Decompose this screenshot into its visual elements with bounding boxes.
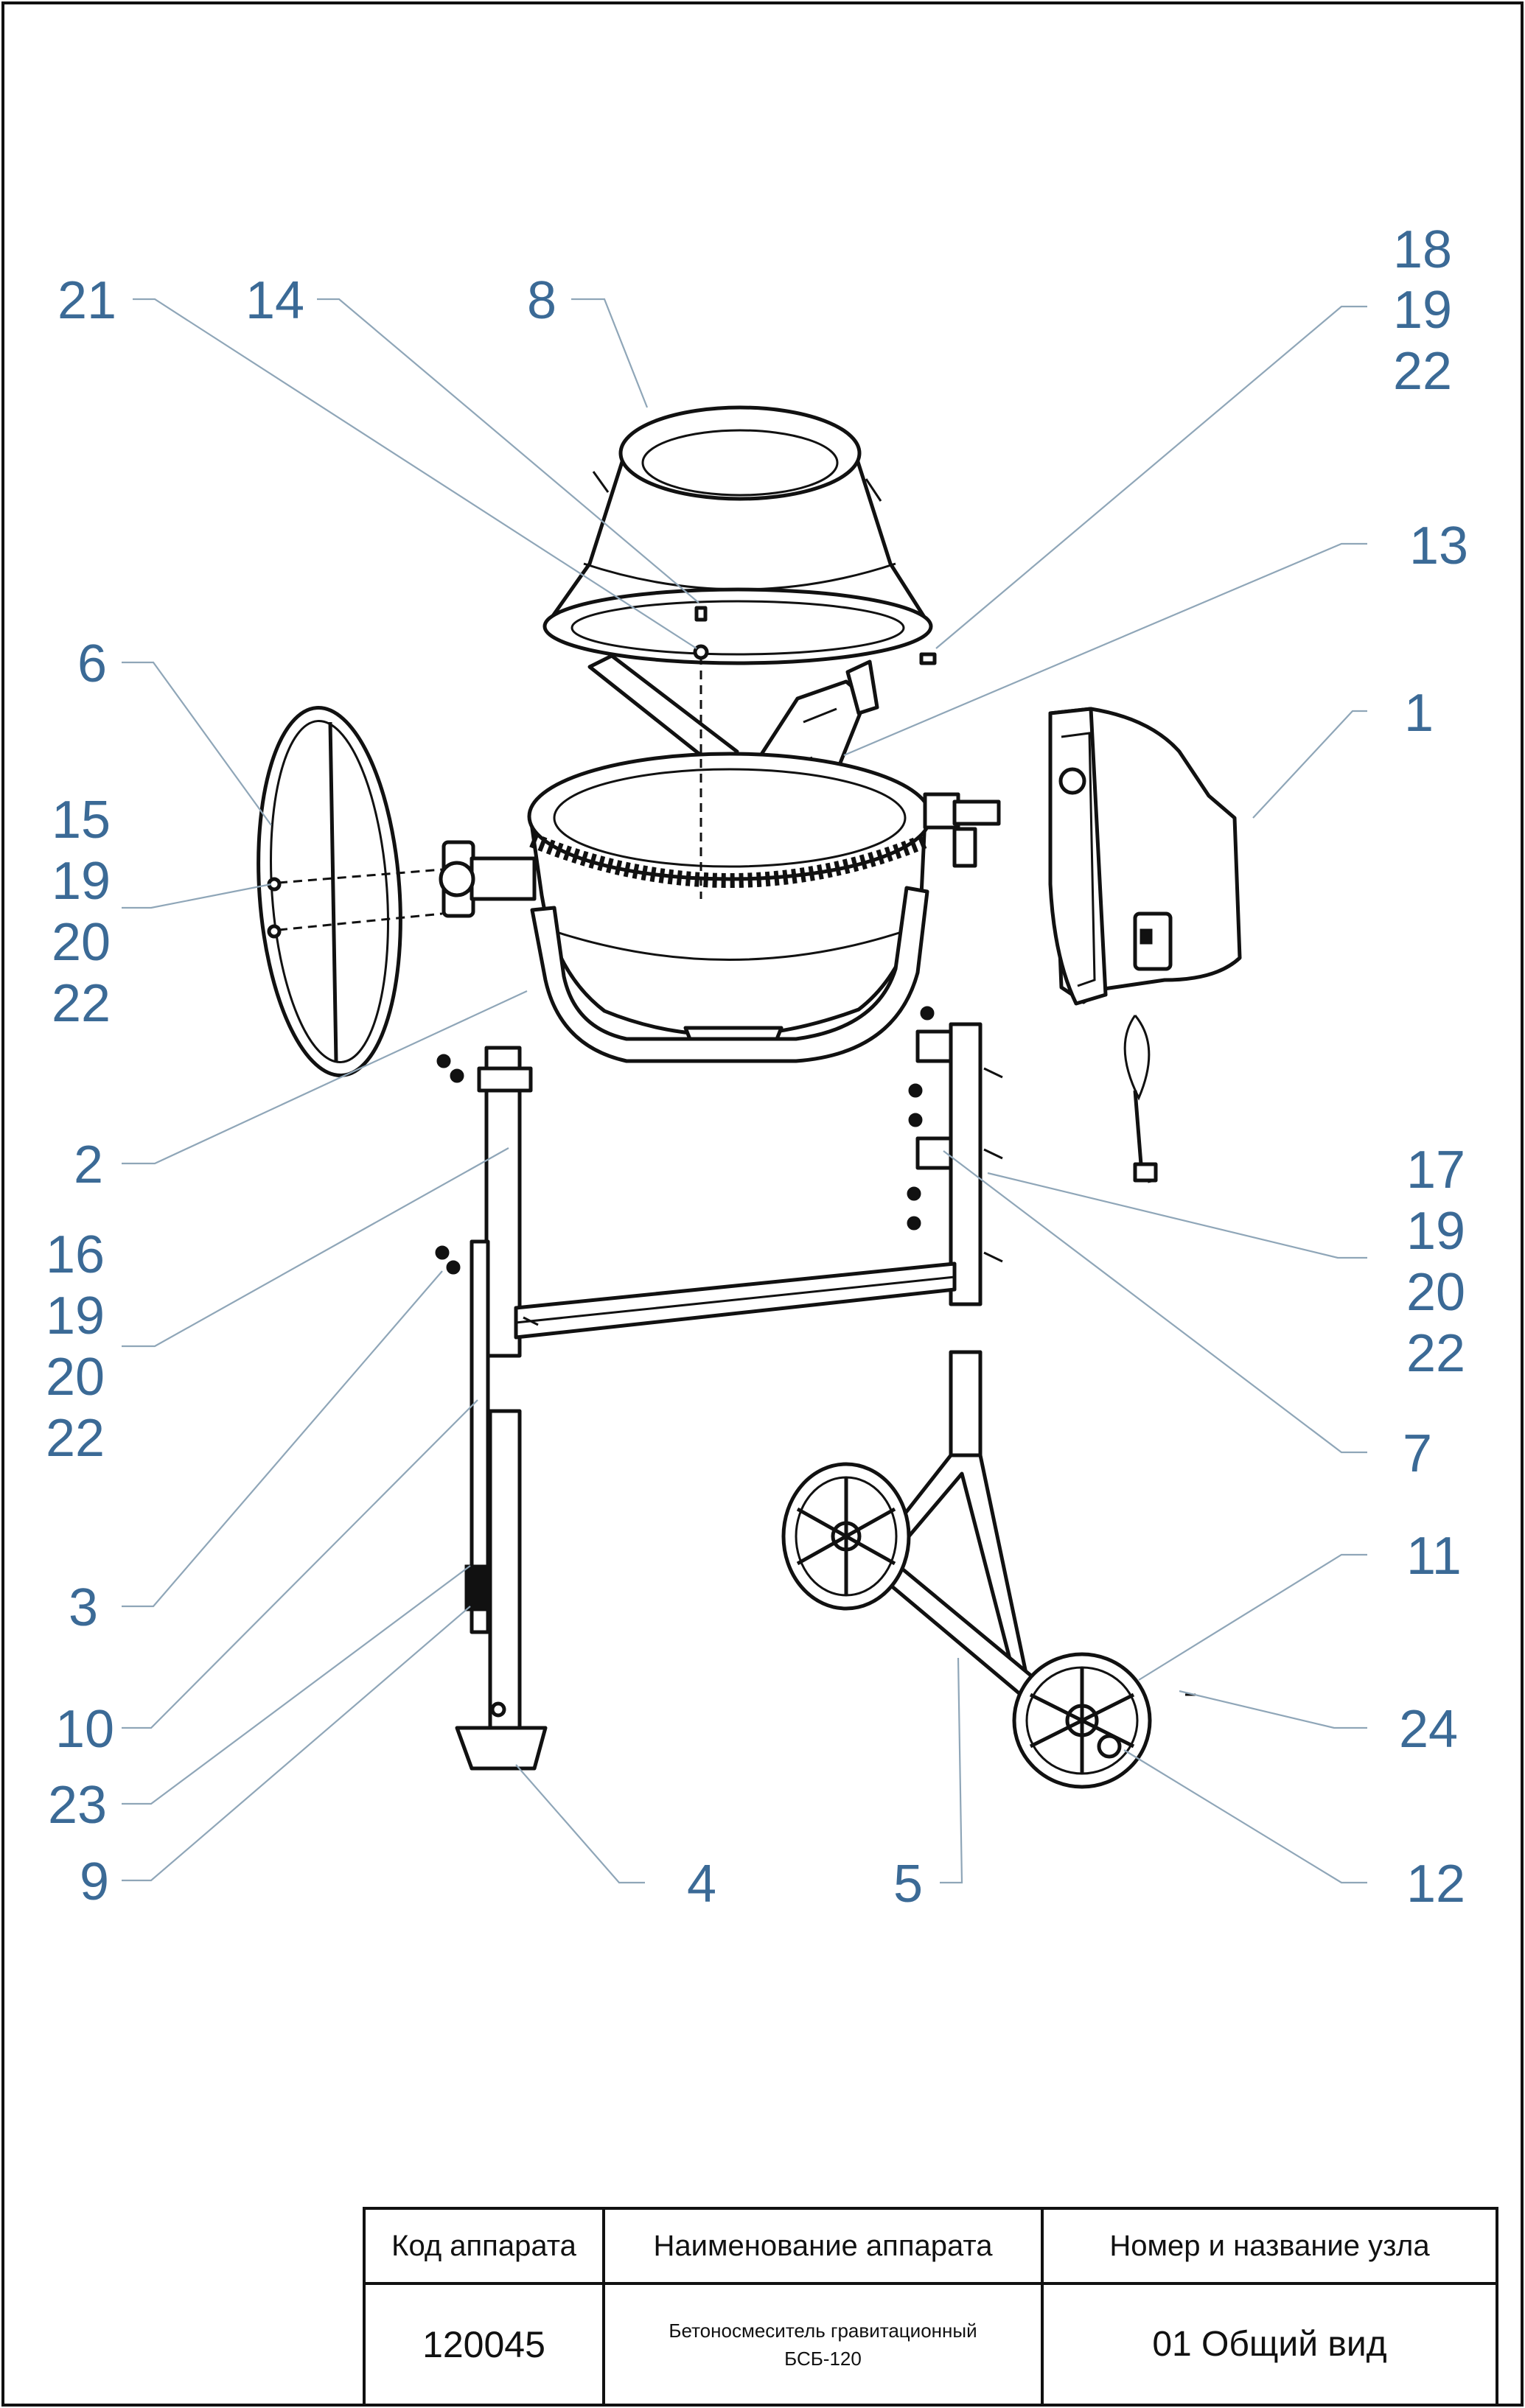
header-assembly: Номер и название узла	[1041, 2207, 1498, 2285]
callout-20: 20	[1406, 1263, 1465, 1322]
callout-22: 22	[1406, 1324, 1465, 1383]
fasteners	[435, 606, 1196, 1696]
device-code: 120045	[363, 2282, 605, 2407]
device-name-line1: Бетоносмеситель гравитационный	[669, 2319, 977, 2342]
callout-7: 7	[1403, 1424, 1432, 1483]
callout-20: 20	[52, 913, 111, 972]
left-wheel	[781, 1462, 911, 1611]
callout-1: 1	[1404, 684, 1434, 743]
callout-4: 4	[687, 1855, 716, 1914]
leader-lines	[122, 298, 1367, 1884]
callout-5: 5	[893, 1855, 923, 1914]
callout-22: 22	[46, 1409, 105, 1468]
callout-15: 15	[52, 791, 111, 850]
callout-9: 9	[80, 1852, 109, 1911]
drum-yoke	[530, 886, 929, 1063]
callout-22: 22	[1393, 342, 1452, 401]
left-bearing-hub	[439, 840, 537, 918]
callout-6: 6	[77, 634, 107, 693]
callout-19: 19	[52, 852, 111, 911]
callout-3: 3	[69, 1578, 98, 1637]
callout-2: 2	[74, 1135, 103, 1194]
callout-24: 24	[1399, 1700, 1458, 1759]
callouts: 21 14 8 18 19 22 13 6 1 15 19 20 22 2 17…	[46, 220, 1468, 1914]
title-block: Код аппарата Наименование аппарата Номер…	[363, 2207, 1498, 2407]
callout-19: 19	[1393, 281, 1452, 340]
callout-14: 14	[245, 271, 304, 330]
assembly-name: 01 Общий вид	[1041, 2282, 1498, 2407]
callout-19: 19	[46, 1287, 105, 1345]
callout-16: 16	[46, 1225, 105, 1284]
callout-8: 8	[527, 271, 556, 330]
header-device-code: Код аппарата	[363, 2207, 605, 2285]
callout-11: 11	[1406, 1527, 1462, 1586]
main-frame	[477, 1022, 983, 1358]
drum-cover-ring	[257, 706, 443, 1077]
right-wheel	[1012, 1652, 1152, 1789]
drum-top-cone	[542, 405, 933, 665]
callout-21: 21	[57, 271, 116, 330]
callout-18: 18	[1393, 220, 1452, 279]
support-leg	[455, 1239, 548, 1771]
callout-13: 13	[1409, 517, 1468, 575]
device-name: Бетоносмеситель гравитационный БСБ-120	[602, 2282, 1044, 2407]
right-bearing-shaft	[923, 792, 1001, 868]
callout-20: 20	[46, 1348, 105, 1407]
callout-17: 17	[1406, 1141, 1465, 1200]
callout-22: 22	[52, 974, 111, 1033]
drum-bowl	[527, 752, 932, 1049]
header-device-name: Наименование аппарата	[602, 2207, 1044, 2285]
device-name-line2: БСБ-120	[784, 2347, 862, 2370]
motor-housing	[1048, 707, 1242, 1183]
callout-19: 19	[1406, 1202, 1465, 1261]
callout-23: 23	[48, 1776, 107, 1835]
callout-12: 12	[1406, 1855, 1465, 1914]
callout-10: 10	[55, 1700, 114, 1759]
